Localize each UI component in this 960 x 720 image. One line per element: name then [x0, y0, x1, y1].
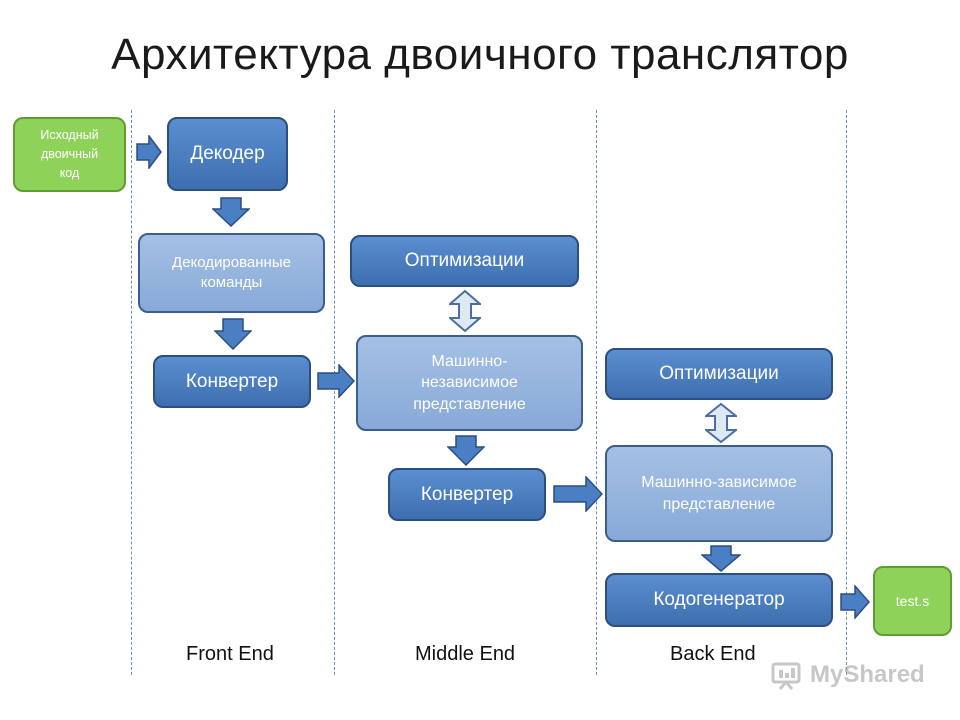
decoded-commands-box: Декодированные команды [138, 233, 325, 313]
section-label-back: Back End [670, 643, 756, 665]
source-line-1: Исходный [40, 128, 99, 143]
source-code-box: Исходный двоичный код [13, 117, 126, 192]
machine-dependent-ir-box: Машинно-зависимое представление [605, 445, 833, 542]
arrow-down-middle-ir [447, 435, 485, 466]
front-converter-box: Конвертер [153, 355, 311, 408]
output-file-box: test.s [873, 566, 952, 636]
section-label-middle: Middle End [415, 643, 516, 665]
arrow-down-decoder [212, 197, 250, 227]
section-label-front: Front End [186, 643, 274, 665]
codegen-box: Кодогенератор [605, 573, 833, 627]
divider-1 [131, 110, 132, 675]
arrow-right-codegen [840, 585, 870, 619]
watermark-text: MyShared [810, 661, 925, 688]
watermark: MyShared [770, 660, 925, 690]
arrow-right-middle-converter [553, 476, 603, 512]
middle-optimizations-box: Оптимизации [350, 235, 579, 287]
arrow-down-back-ir [701, 545, 741, 572]
page-title: Архитектура двоичного транслятор [111, 30, 849, 79]
double-arrow-back [705, 403, 737, 443]
divider-4 [846, 110, 847, 675]
decoder-box: Декодер [167, 117, 288, 191]
source-line-3: код [59, 165, 80, 180]
arrow-right-source-to-decoder [136, 135, 162, 169]
arrow-down-decoded [214, 318, 252, 350]
machine-independent-ir-box: Машинно-независимое представление [356, 335, 583, 431]
arrow-right-front-converter [317, 364, 355, 398]
source-line-2: двоичный [40, 147, 99, 162]
divider-2 [334, 110, 335, 675]
double-arrow-middle [449, 290, 481, 332]
presentation-board-icon [771, 662, 801, 690]
back-optimizations-box: Оптимизации [605, 348, 833, 400]
middle-converter-box: Конвертер [388, 468, 546, 521]
divider-3 [596, 110, 597, 675]
